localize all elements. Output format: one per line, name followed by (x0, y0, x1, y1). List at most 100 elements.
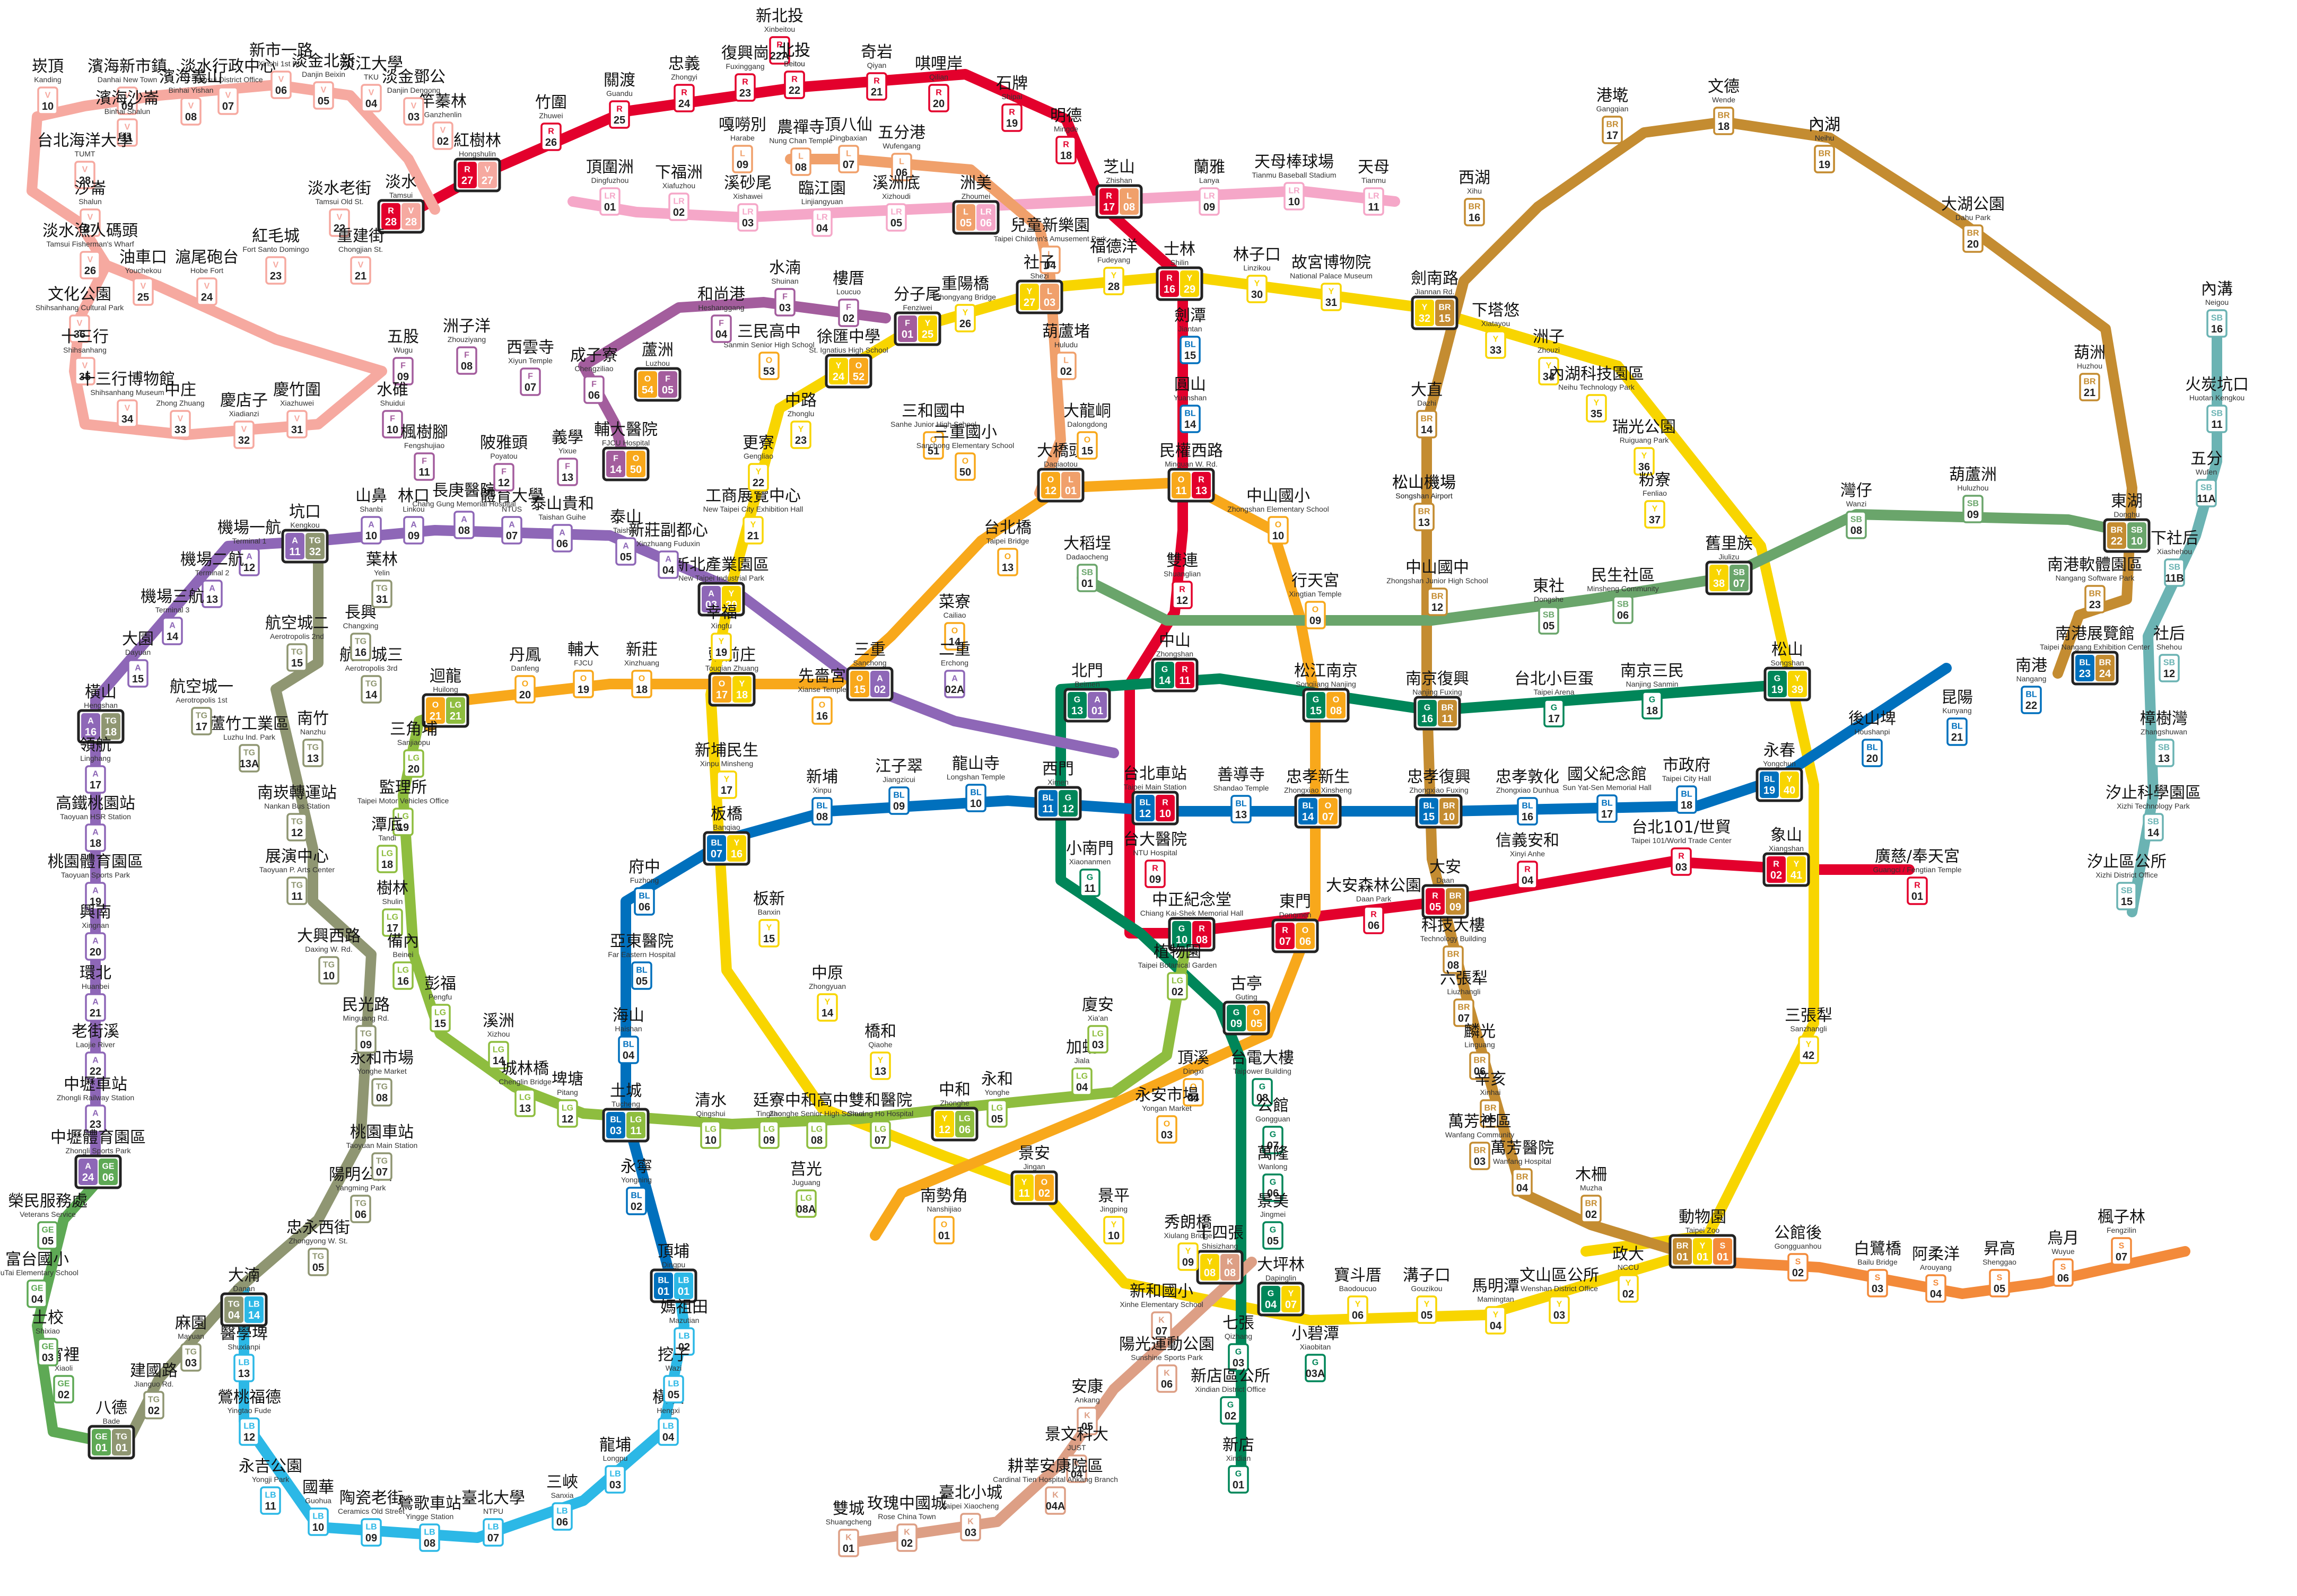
station-jingping[interactable]: Y10景平Jingping (1098, 1187, 1130, 1244)
station-xingfu[interactable]: Y19幸福Xingfu (705, 603, 737, 661)
station-guandu[interactable]: R25關渡Guandu (604, 71, 635, 129)
station-yangming-park[interactable]: TG06陽明公園Yangming Park (329, 1165, 392, 1223)
station-shulin[interactable]: LG17樹林Shulin (377, 879, 408, 937)
station-minquan-w-rd[interactable]: O11R13民權西路Minquan W. Rd. (1159, 442, 1223, 503)
station-zhouziyang[interactable]: F08洲子洋Zhouziyang (443, 317, 491, 375)
station-zhonghe-senior-high-school[interactable]: LG08中和高中Zhonghe Senior High School (769, 1091, 864, 1149)
station-zhongyong-w-st[interactable]: TG05忠永西街Zhongyong W. St. (286, 1218, 350, 1276)
station-hengshan[interactable]: A16TG18橫山Hengshan (77, 683, 125, 744)
station-yingtao-fude[interactable]: LB12鶯桃福德Yingtao Fude (217, 1388, 281, 1446)
station-veterans-service[interactable]: GE05榮民服務處Veterans Service (8, 1192, 88, 1250)
station-sanchong-elementary-school[interactable]: O50三重國小Sanchong Elementary School (916, 423, 1014, 481)
station-nung-chan-temple[interactable]: L08農禪寺Nung Chan Temple (769, 118, 833, 176)
station-wanfang-hospital[interactable]: BR04萬芳醫院Wanfang Hospital (1490, 1139, 1554, 1197)
station-qingshui[interactable]: LG10清水Qingshui (695, 1091, 727, 1149)
station-dahu-park[interactable]: BR20大湖公園Dahu Park (1941, 195, 2005, 253)
station-juguang[interactable]: LG08A莒光Juguang (790, 1160, 822, 1218)
station-guting[interactable]: G09O05古亭Guting (1222, 975, 1270, 1036)
station-qizhang[interactable]: G03七張Qizhang (1222, 1314, 1254, 1372)
station-jiantan[interactable]: BL15劍潭Jiantan (1174, 306, 1206, 364)
station-dongmen[interactable]: R07O06東門Dongmen (1271, 892, 1319, 953)
station-zhonghe[interactable]: Y12LG06中和Zhonghe (931, 1081, 979, 1142)
station-xindian[interactable]: G01新店Xindian (1222, 1436, 1254, 1494)
station-bade[interactable]: GE01TG01八德Bade (88, 1399, 135, 1460)
station-tingliao[interactable]: LG09廷寮Tingliao (753, 1091, 785, 1149)
station-taipower-building[interactable]: G08台電大樓Taipower Building (1230, 1049, 1294, 1107)
station-technology-building[interactable]: BR08科技大樓Technology Building (1420, 916, 1487, 974)
station-zhongxiao-fuxing[interactable]: BL15BR10忠孝復興Zhongxiao Fuxing (1407, 768, 1471, 829)
station-yonghe[interactable]: LG05永和Yonghe (981, 1070, 1013, 1128)
station-wanfang-community[interactable]: BR03萬芳社區Wanfang Community (1445, 1112, 1514, 1170)
station-dalongdong[interactable]: O15大龍峒Dalongdong (1063, 402, 1111, 460)
station-qilian[interactable]: R20唭哩岸Qilian (915, 55, 963, 112)
station-shihsanhang-cultural-park[interactable]: V36文化公園Shihsanhang Cultural Park (36, 285, 125, 343)
station-tucheng[interactable]: BL03LG11土城Tucheng (602, 1082, 650, 1143)
station-aerotropolis-2nd[interactable]: TG15航空城二Aerotropolis 2nd (265, 614, 329, 672)
station-fenliao[interactable]: Y37粉寮Fenliao (1639, 471, 1671, 529)
station-sanzhangli[interactable]: Y42三張犁Sanzhangli (1785, 1006, 1832, 1064)
station-zhouzi[interactable]: Y34洲子Zhouzi (1533, 328, 1565, 385)
station-binhai-yishan[interactable]: V08濱海義山Binhai Yishan (159, 68, 223, 126)
station-kunyang[interactable]: BL21昆陽Kunyang (1941, 688, 1973, 746)
station-nanzhu[interactable]: TG13南竹Nanzhu (297, 709, 329, 767)
station-taipei-motor-vehicles-office[interactable]: LG19監理所Taipei Motor Vehicles Office (357, 778, 449, 836)
station-huluzhou[interactable]: SB09葫蘆洲Huluzhou (1949, 466, 1997, 523)
station-taipei-nangang-exhibition-center[interactable]: BL23BR24南港展覽館Taipei Nangang Exhibition C… (2040, 625, 2150, 686)
station-xinbeitou[interactable]: R22A新北投Xinbeitou (756, 7, 803, 65)
station-jiala[interactable]: LG04加蚋Jiala (1066, 1038, 1098, 1096)
station-xingtian-temple[interactable]: O09行天宮Xingtian Temple (1289, 572, 1342, 629)
station-haishan[interactable]: BL04海山Haishan (613, 1006, 644, 1064)
station-nanjing-sanmin[interactable]: G18南京三民Nanjing Sanmin (1620, 662, 1684, 720)
station-taoyuan-sports-park[interactable]: A19桃園體育園區Taoyuan Sports Park (48, 853, 143, 910)
station-loucuo[interactable]: F02樓厝Loucuo (833, 269, 864, 327)
station-chongyang-bridge[interactable]: Y26重陽橋Chongyang Bridge (934, 275, 996, 332)
station-banqiao[interactable]: BL07Y16板橋Banqiao (703, 805, 750, 866)
station-chongjian-st[interactable]: V21重建街Chongjian St. (337, 227, 385, 285)
station-tamsui-old-st[interactable]: V22淡水老街Tamsui Old St. (308, 179, 371, 237)
station-fjcu[interactable]: O19輔大FJCU (567, 641, 599, 698)
station-liuzhangli[interactable]: BR07六張犁Liuzhangli (1440, 969, 1488, 1027)
station-taipei-xiaocheng[interactable]: K03臺北小城Taipei Xiaocheng (939, 1484, 1002, 1541)
station-yongan-market[interactable]: O03永安市場Yongan Market (1135, 1086, 1199, 1144)
station-tianmu[interactable]: LR11天母Tianmu (1358, 158, 1390, 216)
station-xiaobitan[interactable]: G03A小碧潭Xiaobitan (1291, 1325, 1339, 1382)
station-youchekou[interactable]: V25油車口Youchekou (119, 248, 167, 306)
station-fenziwei[interactable]: F01Y25分子尾Fenziwei (894, 285, 941, 346)
station-ankang[interactable]: K05安康Ankang (1071, 1378, 1103, 1435)
station-terminal-1[interactable]: A12機場一航Terminal 1 (217, 519, 281, 576)
station-wende[interactable]: BR18文德Wende (1708, 77, 1740, 135)
station-zhangshuwan[interactable]: SB13樟樹灣Zhangshuwan (2140, 709, 2188, 767)
station-neihu[interactable]: BR19內湖Neihu (1809, 116, 1840, 173)
station-zhongxiao-xinsheng[interactable]: BL14O07忠孝新生Zhongxiao Xinsheng (1284, 768, 1352, 829)
station-danjin-dengong[interactable]: V03淡金鄧公Danjin Dengong (382, 68, 446, 126)
station-taipei-botanical-garden[interactable]: LG02植物園Taipei Botanical Garden (1138, 943, 1217, 1001)
station-danfeng[interactable]: O20丹鳳Danfeng (509, 646, 541, 704)
station-yuanshan[interactable]: BL14圓山Yuanshan (1174, 375, 1207, 433)
station-songshan-airport[interactable]: BR13松山機場Songshan Airport (1392, 473, 1456, 531)
station-xindian-district-office[interactable]: G02新店區公所Xindian District Office (1191, 1367, 1270, 1425)
station-just[interactable]: K04景文科大JUST (1045, 1425, 1108, 1483)
station-houshanpi[interactable]: BL20後山埤Houshanpi (1848, 709, 1896, 767)
station-xia-an[interactable]: LG03廈安Xia'an (1082, 996, 1114, 1054)
station-pitang[interactable]: LG12埤塘Pitang (552, 1070, 583, 1128)
station-zhoumei[interactable]: L05LR06洲美Zhoumei (952, 174, 1000, 235)
station-sanhe-junior-high-school[interactable]: O51三和國中Sanhe Junior High School (890, 402, 976, 460)
station-longpu[interactable]: LB03龍埔Longpu (599, 1436, 631, 1494)
station-poyatou[interactable]: F12陂雅頭Poyatou (480, 434, 528, 492)
station-taishan[interactable]: A05泰山Taishan (610, 508, 642, 566)
station-beinei[interactable]: LG16備內Beinei (387, 932, 419, 990)
station-shixiao[interactable]: GE03士校Shixiao (32, 1309, 64, 1366)
station-shalun[interactable]: V27沙崙Shalun (74, 179, 106, 237)
station-taipei-zoo[interactable]: BR01Y01S01動物園Taipei Zoo (1669, 1208, 1736, 1269)
station-zhongshan-junior-high-school[interactable]: BR12中山國中Zhongshan Junior High School (1386, 558, 1488, 616)
station-taipei-city-hall[interactable]: BL18市政府Taipei City Hall (1662, 756, 1711, 814)
station-yixue[interactable]: F13義學Yixue (552, 428, 583, 486)
station-chenglin-bridge[interactable]: LG13城林橋Chenglin Bridge (499, 1059, 552, 1117)
station-xinyi-anhe[interactable]: R04信義安和Xinyi Anhe (1496, 831, 1559, 889)
station-far-eastern-hospital[interactable]: BL05亞東醫院Far Eastern Hospital (608, 932, 676, 990)
station-nangang-software-park[interactable]: BR23南港軟體園區Nangang Software Park (2047, 556, 2143, 613)
station-shezi[interactable]: Y27L03社子Shezi (1016, 253, 1063, 314)
station-taoyuan-p-arts-center[interactable]: TG11展演中心Taoyuan P. Arts Center (259, 847, 335, 905)
station-shilin[interactable]: R16Y29士林Shilin (1156, 240, 1203, 301)
station-daan-park[interactable]: R06大安森林公園Daan Park (1326, 876, 1421, 934)
